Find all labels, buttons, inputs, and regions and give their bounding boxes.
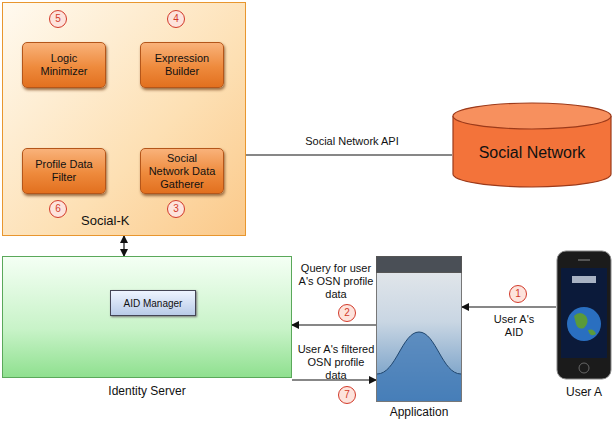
box-label: Logic Minimizer (28, 52, 100, 78)
node-label: AID Manager (124, 297, 183, 310)
earth-land (574, 313, 596, 335)
box-label: Expression Builder (146, 52, 218, 78)
box-label: Profile Data Filter (28, 158, 100, 184)
phone-shape (556, 250, 612, 380)
database-cylinder: Social Network (452, 102, 612, 188)
callout-number: 5 (49, 10, 67, 28)
callout-number: 6 (49, 200, 67, 218)
connector-arrow (123, 236, 124, 256)
home-button (579, 363, 589, 373)
edge-label: Social Network API (290, 135, 414, 148)
process-box: Social Network Data Gatherer (140, 148, 224, 194)
system-panel: Social-K Logic Minimizer Expression Builde… (2, 2, 246, 236)
phone-device: User A (556, 250, 612, 380)
phone-screen (561, 268, 607, 358)
server-box: Identity ServerAID Manager (2, 256, 292, 378)
connector-arrow (224, 154, 452, 155)
process-box: Logic Minimizer (22, 42, 106, 88)
process-box: Profile Data Filter (22, 148, 106, 194)
connector-arrow (462, 306, 556, 307)
edge-label: User A's filtered OSN profile data (296, 343, 376, 382)
earth-globe (567, 307, 601, 341)
edge-label: User A's AID (484, 313, 544, 339)
application-server: Application (376, 256, 462, 402)
edge-label: Query for user A's OSN profile data (298, 262, 374, 301)
callout-number: 4 (167, 10, 185, 28)
wave-line (377, 332, 461, 374)
server-top (377, 257, 462, 273)
callout-number: 2 (338, 304, 356, 322)
server-wave (377, 332, 461, 401)
cylinder-top (453, 103, 611, 129)
callout-number: 7 (338, 386, 356, 404)
component-box: AID Manager (110, 290, 196, 316)
process-box: Expression Builder (140, 42, 224, 88)
node-label: User A (550, 386, 616, 399)
speaker (578, 259, 590, 261)
application-shape (376, 256, 462, 402)
phone-case (557, 251, 611, 379)
node-label: Social Network (479, 143, 586, 162)
box-label: Social Network Data Gatherer (146, 152, 218, 191)
node-label: Application (366, 406, 472, 419)
connector-arrow (292, 324, 376, 325)
clock-bar (572, 276, 596, 283)
node-label: Identity Server (3, 385, 291, 398)
server-body (377, 257, 462, 402)
callout-number: 1 (509, 285, 527, 303)
node-label: Social-K (81, 214, 129, 227)
callout-number: 3 (167, 200, 185, 218)
